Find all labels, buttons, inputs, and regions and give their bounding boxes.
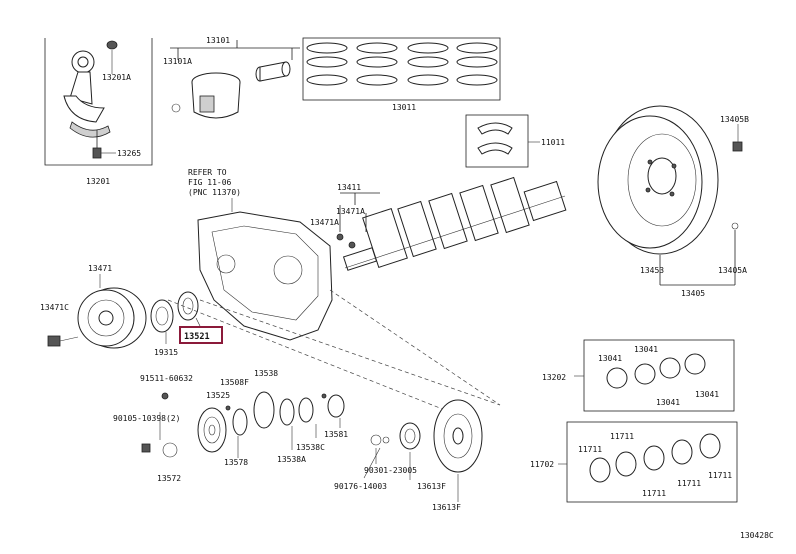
- label-13578: 13578: [224, 458, 248, 467]
- balance-shaft-part[interactable]: [225, 391, 345, 436]
- pulley-bolt-part[interactable]: [47, 335, 61, 347]
- label-19315: 19315: [154, 348, 178, 357]
- label-11711-e: 11711: [708, 471, 732, 480]
- alignment-line-2: [199, 299, 501, 406]
- bolt-90105-part[interactable]: [141, 443, 151, 453]
- main-bearing-set-group[interactable]: 11702 11711 11711 11711 11711 11711: [530, 421, 738, 503]
- label-90301: 90301-23005: [364, 466, 417, 475]
- crank-damper-group[interactable]: 90301-23005 90176-14003 13613F 13613F: [334, 399, 483, 512]
- piston-rings-part[interactable]: [306, 42, 498, 86]
- oil-seal-part[interactable]: [399, 422, 421, 450]
- label-13041-d: 13041: [695, 390, 719, 399]
- washer-13572-part[interactable]: [162, 442, 178, 458]
- label-13471A-2: 13471A: [310, 218, 339, 227]
- label-13011: 13011: [392, 103, 416, 112]
- thrust-washer-group[interactable]: 11011: [465, 114, 565, 168]
- rod-bearings-part[interactable]: [606, 353, 706, 389]
- alignment-line-1: [167, 299, 471, 421]
- flywheel-bolt-part[interactable]: [732, 141, 743, 152]
- label-13471: 13471: [88, 264, 112, 273]
- piston-group[interactable]: 13101 13101A: [163, 36, 300, 119]
- label-13041-c: 13041: [656, 398, 680, 407]
- label-11711-a: 11711: [578, 445, 602, 454]
- label-13405B: 13405B: [720, 115, 749, 124]
- rod-bolt-part[interactable]: [92, 147, 102, 159]
- figure-id: 130428C: [740, 531, 774, 540]
- label-13471A-1: 13471A: [336, 207, 365, 216]
- label-90176: 90176-14003: [334, 482, 387, 491]
- seal-90176-part[interactable]: [382, 436, 390, 444]
- label-11702: 11702: [530, 460, 554, 469]
- oil-pump-drive-gear-part[interactable]: [177, 291, 199, 321]
- highlight-box-13521[interactable]: [179, 326, 223, 344]
- label-13453: 13453: [640, 266, 664, 275]
- label-13041-a: 13041: [598, 354, 622, 363]
- seal-90301-part[interactable]: [370, 434, 382, 446]
- label-13101: 13101: [206, 36, 230, 45]
- label-13265: 13265: [117, 149, 141, 158]
- label-13471C: 13471C: [40, 303, 69, 312]
- label-13538C: 13538C: [296, 443, 325, 452]
- label-90105: 90105-10398(2): [113, 414, 180, 423]
- bolt-91511-part[interactable]: [161, 392, 169, 400]
- flywheel-pin-part[interactable]: [731, 222, 739, 230]
- label-13572: 13572: [157, 474, 181, 483]
- main-bearings-part[interactable]: [589, 433, 721, 483]
- label-13101A: 13101A: [163, 57, 192, 66]
- timing-cover-reference[interactable]: REFER TO FIG 11-06 (PNC 11370): [188, 168, 333, 341]
- crankshaft-part[interactable]: [342, 176, 567, 271]
- balance-shaft-group[interactable]: 91511-60632 13508F 13538 13525 90105-103…: [113, 369, 348, 483]
- label-13613F-1: 13613F: [417, 482, 446, 491]
- label-13405: 13405: [681, 289, 705, 298]
- alignment-line-3: [329, 289, 501, 406]
- piston-ring-set-group[interactable]: 13011: [302, 37, 501, 112]
- label-11011: 11011: [541, 138, 565, 147]
- connecting-rod-group[interactable]: 13201A 13265 13201: [44, 38, 153, 186]
- label-91511: 91511-60632: [140, 374, 193, 383]
- balance-gear-part[interactable]: [197, 407, 227, 453]
- refer-line-3: (PNC 11370): [188, 188, 241, 197]
- label-11711-d: 11711: [677, 479, 701, 488]
- label-13405A: 13405A: [718, 266, 747, 275]
- rod-bearing-set-group[interactable]: 13202 13041 13041 13041 13041: [542, 339, 735, 412]
- label-11711-c: 11711: [642, 489, 666, 498]
- refer-line-1: REFER TO: [188, 168, 227, 177]
- piston-part[interactable]: [191, 72, 241, 119]
- piston-pin-part[interactable]: [255, 61, 291, 82]
- label-13508F: 13508F: [220, 378, 249, 387]
- label-13201A: 13201A: [102, 73, 131, 82]
- connecting-rod-part[interactable]: [63, 50, 105, 123]
- label-13201: 13201: [86, 177, 110, 186]
- label-13525: 13525: [206, 391, 230, 400]
- timing-cover-part[interactable]: [197, 211, 333, 341]
- label-13041-b: 13041: [634, 345, 658, 354]
- label-13411: 13411: [337, 183, 361, 192]
- label-13613F-2: 13613F: [432, 503, 461, 512]
- damper-pulley-part[interactable]: [433, 399, 483, 473]
- crankshaft-group[interactable]: 13411 13471A 13471A: [310, 176, 567, 271]
- label-13581: 13581: [324, 430, 348, 439]
- label-13521[interactable]: 13521: [184, 332, 210, 342]
- label-13202: 13202: [542, 373, 566, 382]
- label-11711-b: 11711: [610, 432, 634, 441]
- snap-ring-part[interactable]: [171, 103, 181, 113]
- crank-key-part-2[interactable]: [348, 241, 356, 249]
- crank-key-part[interactable]: [336, 233, 344, 241]
- flywheel-group[interactable]: 13405B 13453 13405A 13405: [597, 105, 749, 298]
- flywheel-part[interactable]: [597, 105, 719, 255]
- crank-gear-part[interactable]: [150, 299, 174, 333]
- bearing-cap-part[interactable]: [69, 121, 111, 138]
- crank-pulley-group[interactable]: 13471 13471C 19315 13521: [40, 264, 223, 357]
- bushing-part[interactable]: [106, 40, 118, 50]
- label-13538A: 13538A: [277, 455, 306, 464]
- refer-line-2: FIG 11-06: [188, 178, 232, 187]
- label-13538: 13538: [254, 369, 278, 378]
- crank-pulley-part[interactable]: [77, 287, 147, 349]
